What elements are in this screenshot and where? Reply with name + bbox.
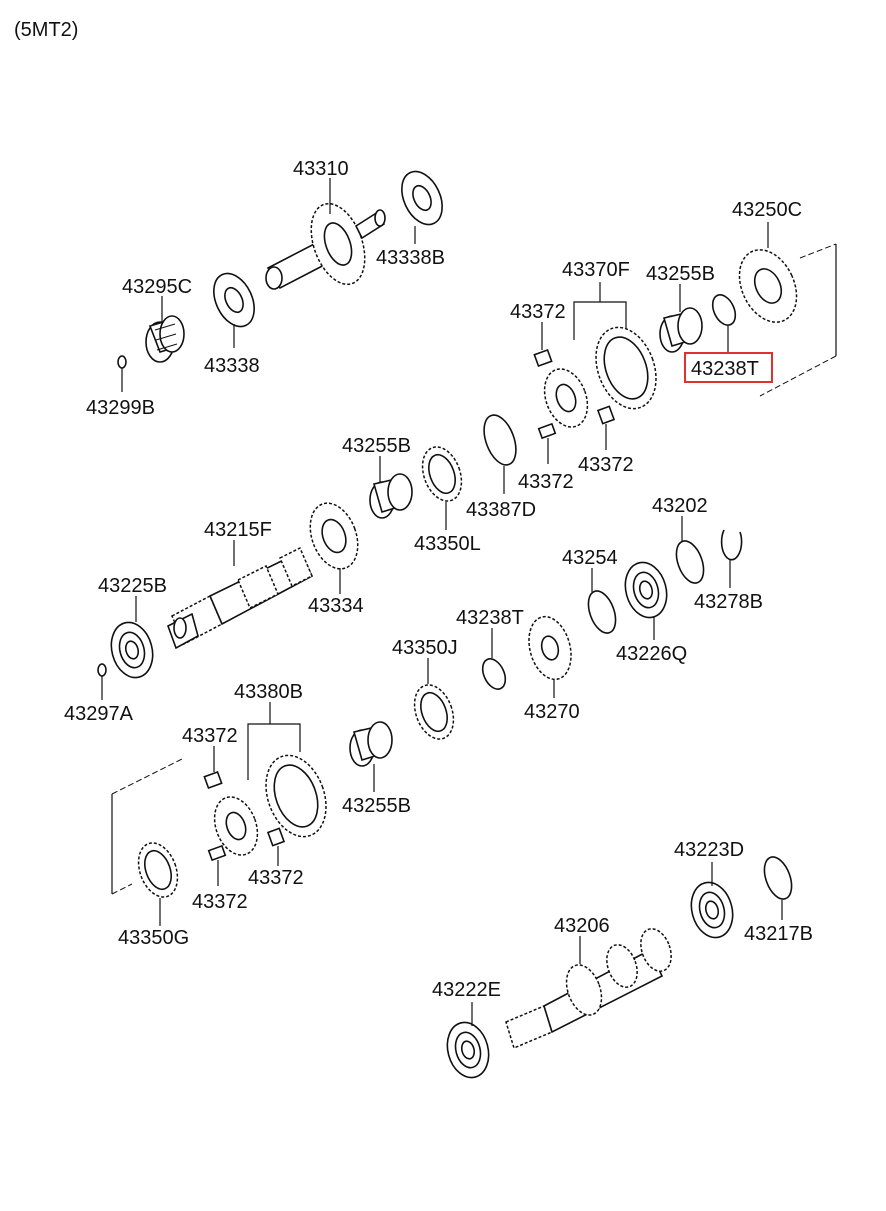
shaft-43206[interactable]	[505, 925, 677, 1050]
label-43270[interactable]: 43270	[524, 701, 580, 723]
gear-43250C[interactable]	[728, 241, 807, 332]
needle-bearing-43255B-low[interactable]	[349, 721, 393, 767]
label-43372-b[interactable]: 43372	[578, 454, 634, 476]
label-43250C[interactable]: 43250C	[732, 199, 802, 221]
key-43372-f[interactable]	[266, 827, 286, 847]
label-43215F[interactable]: 43215F	[204, 519, 272, 541]
label-43217B[interactable]: 43217B	[744, 923, 813, 945]
label-43387D[interactable]: 43387D	[466, 499, 536, 521]
label-43334[interactable]: 43334	[308, 595, 364, 617]
label-43225B[interactable]: 43225B	[98, 575, 167, 597]
label-43238T-top[interactable]: 43238T	[691, 358, 759, 380]
label-43299B[interactable]: 43299B	[86, 397, 155, 419]
label-43338[interactable]: 43338	[204, 355, 260, 377]
needle-bearing-43255B-mid[interactable]	[369, 473, 413, 519]
label-43372-e[interactable]: 43372	[192, 891, 248, 913]
key-43372-c[interactable]	[537, 422, 557, 440]
label-43338B[interactable]: 43338B	[376, 247, 445, 269]
label-43350G[interactable]: 43350G	[118, 927, 189, 949]
label-43372-a[interactable]: 43372	[510, 301, 566, 323]
ball-43299B[interactable]	[117, 355, 127, 369]
label-43380B[interactable]: 43380B	[234, 681, 303, 703]
snap-ring-43217B[interactable]	[759, 853, 797, 903]
synchronizer-ring-43350G[interactable]	[132, 838, 185, 903]
label-43372-d[interactable]: 43372	[182, 725, 238, 747]
label-43372-f[interactable]: 43372	[248, 867, 304, 889]
label-43222E[interactable]: 43222E	[432, 979, 501, 1001]
synchronizer-sleeve-43370F[interactable]	[585, 319, 666, 417]
snap-ring-43238T-mid[interactable]	[478, 655, 510, 692]
ball-bearing-43222E[interactable]	[441, 1018, 494, 1082]
thrust-washer-43338B[interactable]	[394, 165, 450, 231]
label-43255B-top[interactable]: 43255B	[646, 263, 715, 285]
synchronizer-ring-43350L[interactable]	[416, 442, 469, 507]
label-43255B-low[interactable]: 43255B	[342, 795, 411, 817]
gear-43334[interactable]	[302, 497, 367, 576]
ring-43254[interactable]	[583, 587, 621, 637]
label-43202[interactable]: 43202	[652, 495, 708, 517]
synchronizer-sleeve-43380B[interactable]	[255, 747, 336, 845]
label-43223D[interactable]: 43223D	[674, 839, 744, 861]
key-43372-d[interactable]	[203, 770, 223, 790]
label-43206[interactable]: 43206	[554, 915, 610, 937]
shaft-43310[interactable]	[265, 196, 386, 291]
ball-bearing-43223D[interactable]	[685, 878, 738, 942]
needle-bearing-43255B-top[interactable]	[659, 307, 703, 353]
needle-bearing-43295C[interactable]	[145, 315, 185, 363]
label-43370F[interactable]: 43370F	[562, 259, 630, 281]
label-43255B-mid[interactable]: 43255B	[342, 435, 411, 457]
thrust-washer-43338[interactable]	[206, 267, 262, 333]
label-43254[interactable]: 43254	[562, 547, 618, 569]
snap-ring-43278B[interactable]	[720, 529, 743, 561]
diagram-title: (5MT2)	[14, 19, 78, 41]
label-43372-c[interactable]: 43372	[518, 471, 574, 493]
highlight-box-43238T	[684, 352, 773, 383]
ball-bearing-43225B[interactable]	[105, 618, 158, 682]
label-43350J[interactable]: 43350J	[392, 637, 458, 659]
label-43226Q[interactable]: 43226Q	[616, 643, 687, 665]
synchronizer-hub[interactable]	[537, 363, 595, 433]
label-43278B[interactable]: 43278B	[694, 591, 763, 613]
synchronizer-ring-43350J[interactable]	[408, 680, 461, 745]
label-43295C[interactable]: 43295C	[122, 276, 192, 298]
label-43238T-mid[interactable]: 43238T	[456, 607, 524, 629]
snap-ring-43202[interactable]	[671, 537, 709, 587]
label-43350L[interactable]: 43350L	[414, 533, 481, 555]
synchronizer-hub-lower[interactable]	[207, 791, 265, 861]
shaft-43215F[interactable]	[167, 546, 314, 650]
label-43310[interactable]: 43310	[293, 158, 349, 180]
snap-ring-43238T-top[interactable]	[708, 291, 740, 328]
label-43297A[interactable]: 43297A	[64, 703, 134, 725]
ball-bearing-43226Q[interactable]	[619, 558, 672, 622]
key-43372-e[interactable]	[207, 844, 227, 862]
key-43372-b[interactable]	[596, 405, 616, 425]
o-ring-43387D[interactable]	[478, 411, 522, 469]
gear-43270[interactable]	[522, 612, 577, 684]
ball-43297A[interactable]	[97, 663, 107, 677]
key-43372-a[interactable]	[533, 348, 553, 368]
